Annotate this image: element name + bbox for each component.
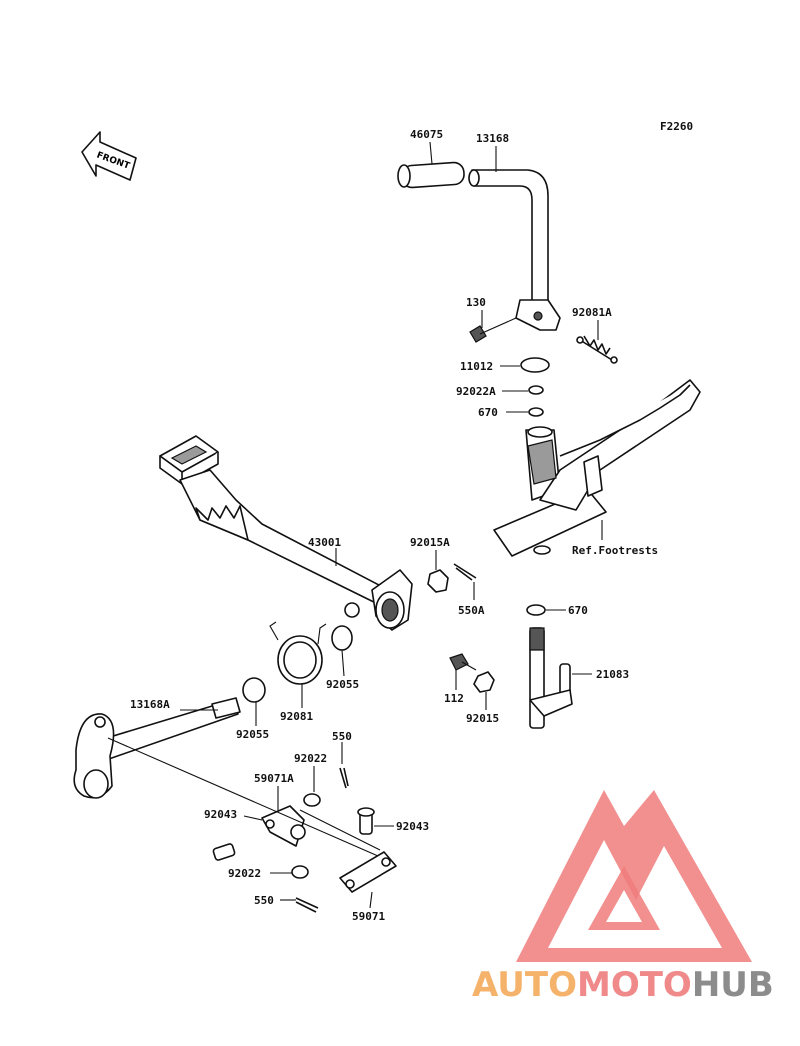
shift-rubber-46075	[397, 161, 465, 189]
label-92022-upper: 92022	[294, 752, 327, 765]
label-670-lower: 670	[568, 604, 588, 617]
cotter-pin-550-lower	[295, 897, 319, 913]
watermark-hub: HUB	[692, 965, 774, 1005]
spring-92081A	[576, 335, 618, 364]
label-92081: 92081	[280, 710, 313, 723]
label-59071A: 59071A	[254, 772, 294, 785]
cotter-pin-550A	[453, 563, 477, 581]
bolt-112	[449, 653, 477, 671]
o-ring-92055-upper	[331, 625, 353, 651]
link-rod	[107, 737, 379, 857]
shaft-arm-13168A	[73, 697, 241, 799]
front-arrow-icon: FRONT	[81, 131, 137, 181]
label-ref-footrests: Ref.Footrests	[572, 544, 658, 557]
label-13168: 13168	[476, 132, 509, 145]
washer-92022-lower	[291, 865, 309, 879]
pin-92043-right	[357, 807, 375, 835]
collar-92015A	[427, 569, 449, 593]
washer-92022A	[528, 385, 544, 395]
label-550-lower: 550	[254, 894, 274, 907]
label-11012: 11012	[460, 360, 493, 373]
return-spring-92081	[269, 621, 327, 685]
brake-pedal-43001	[159, 435, 413, 631]
circlip-670-upper	[528, 407, 544, 417]
svg-text:AUTOMOTOHUB: AUTOMOTOHUB	[472, 965, 774, 1005]
cotter-pin-550-upper	[339, 767, 349, 789]
label-92015: 92015	[466, 712, 499, 725]
bolt-130	[469, 317, 517, 343]
shift-lever-13168	[468, 169, 561, 331]
label-46075: 46075	[410, 128, 443, 141]
pivot-shaft-21083	[529, 627, 573, 729]
watermark-moto: MOTO	[577, 965, 692, 1005]
label-92015A: 92015A	[410, 536, 450, 549]
label-92081A: 92081A	[572, 306, 612, 319]
label-670-upper: 670	[478, 406, 498, 419]
label-13168A: 13168A	[130, 698, 170, 711]
circlip-670-lower	[526, 604, 546, 616]
label-92043-left: 92043	[204, 808, 237, 821]
label-43001: 43001	[308, 536, 341, 549]
label-92055-upper: 92055	[326, 678, 359, 691]
leader-lines	[180, 141, 603, 909]
o-ring-92055-lower	[242, 677, 266, 703]
label-130: 130	[466, 296, 486, 309]
automotohub-watermark: AUTOMOTOHUB	[472, 790, 774, 1005]
watermark-auto: AUTO	[472, 965, 577, 1005]
label-550-upper: 550	[332, 730, 352, 743]
label-550A: 550A	[458, 604, 485, 617]
pin-92043-left	[212, 843, 236, 861]
label-59071: 59071	[352, 910, 385, 923]
nut-92015	[473, 671, 495, 693]
label-112: 112	[444, 692, 464, 705]
label-21083: 21083	[596, 668, 629, 681]
clevis-59071A	[261, 805, 306, 847]
label-92022A: 92022A	[456, 385, 496, 398]
footrest-bracket	[493, 379, 701, 557]
label-92022-lower: 92022	[228, 867, 261, 880]
diagram-code: F2260	[660, 120, 693, 133]
brake-rod-59071	[339, 851, 397, 893]
label-92043-right: 92043	[396, 820, 429, 833]
washer-92022-upper	[303, 793, 321, 807]
label-92055-lower: 92055	[236, 728, 269, 741]
washer-11012	[520, 357, 550, 373]
part-labels: 46075 13168 130 92081A 11012 92022A 670 …	[130, 128, 658, 923]
